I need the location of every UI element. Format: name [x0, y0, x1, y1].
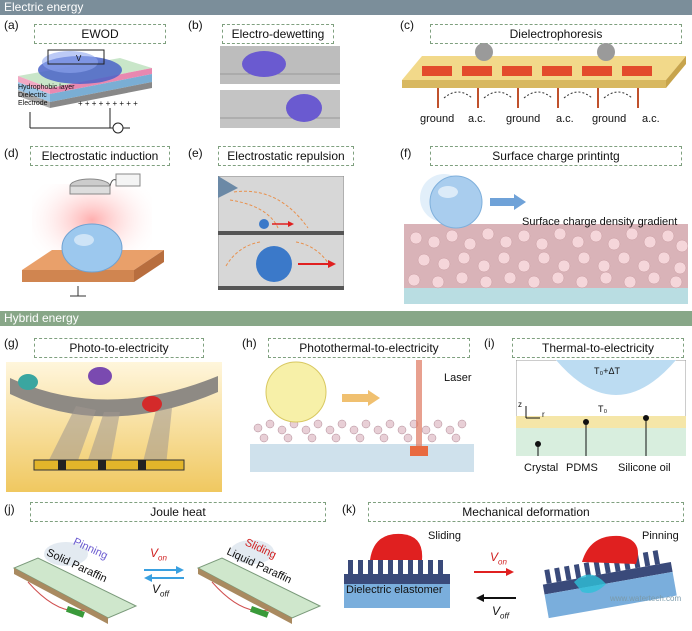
j-von: Von: [150, 546, 167, 563]
panel-d-label: (d): [4, 146, 19, 160]
f-gradient-label: Surface charge density gradient: [522, 216, 678, 228]
panel-h-illustration: [250, 360, 474, 472]
i-temp-hot: T₀+ΔT: [594, 366, 620, 376]
i-label-crystal: Crystal: [524, 462, 559, 474]
layer-electrode: Electrode: [18, 100, 48, 107]
panel-h-title: Photothermal-to-electricity: [268, 338, 470, 358]
section-hybrid-energy: Hybrid energy: [0, 311, 692, 326]
panel-h-label: (h): [242, 336, 257, 350]
layer-dielectric: Dielectric: [18, 92, 47, 99]
panel-k-illustration: [344, 526, 690, 630]
panel-e-title: Electrostatic repulsion: [218, 146, 354, 166]
panel-c-title: Dielectrophoresis: [430, 24, 682, 44]
i-temp: T₀: [598, 404, 608, 414]
panel-c-label: (c): [400, 18, 414, 32]
j-voff: Voff: [152, 582, 169, 599]
i-axis-r: r: [542, 410, 545, 419]
panel-i-illustration: [516, 360, 686, 456]
panel-j-label: (j): [4, 502, 15, 516]
panel-b-title: Electro-dewetting: [222, 24, 334, 44]
panel-d-title: Electrostatic induction: [30, 146, 170, 166]
h-laser-label: Laser: [444, 372, 472, 384]
svg-text:V: V: [76, 54, 82, 63]
svg-text:+ + + + + + + + +: + + + + + + + + +: [78, 99, 138, 108]
panel-i-label: (i): [484, 336, 495, 350]
panel-g-title: Photo-to-electricity: [34, 338, 204, 358]
panel-a-title: EWOD: [34, 24, 166, 44]
panel-e-label: (e): [188, 146, 203, 160]
panel-e-illustration: [218, 176, 344, 290]
panel-a-illustration: V + + + + + + + + +: [10, 46, 160, 141]
c-label-ground-1: ground: [420, 113, 455, 125]
panel-j-illustration: [8, 526, 328, 630]
c-label-ground-2: ground: [506, 113, 541, 125]
panel-g-label: (g): [4, 336, 19, 350]
c-label-ac-2: a.c.: [556, 113, 574, 125]
i-label-silicone-oil: Silicone oil: [618, 462, 671, 474]
k-sliding: Sliding: [428, 530, 462, 542]
i-axis-z: z: [518, 400, 522, 409]
layer-hydrophobic: Hydrophobic layer: [18, 84, 75, 91]
c-label-ac-1: a.c.: [468, 113, 486, 125]
k-voff: Voff: [492, 604, 509, 621]
panel-c-illustration: [402, 42, 686, 110]
section-electric-energy: Electric energy: [0, 0, 692, 15]
panel-b-photos: [220, 46, 340, 130]
panel-a-label: (a): [4, 18, 19, 32]
panel-f-label: (f): [400, 146, 412, 160]
panel-d-illustration: [12, 170, 172, 304]
panel-i-title: Thermal-to-electricity: [512, 338, 684, 358]
k-pinning: Pinning: [642, 530, 679, 542]
panel-f-illustration: [404, 168, 688, 304]
k-watermark: www.watertech.com: [610, 594, 682, 603]
k-von: Von: [490, 550, 507, 567]
panel-f-title: Surface charge printintg: [430, 146, 682, 166]
k-dielectric-elastomer: Dielectric elastomer: [346, 584, 443, 596]
panel-j-title: Joule heat: [30, 502, 326, 522]
i-label-pdms: PDMS: [566, 462, 598, 474]
c-label-ac-3: a.c.: [642, 113, 660, 125]
panel-b-label: (b): [188, 18, 203, 32]
c-label-ground-3: ground: [592, 113, 627, 125]
panel-k-title: Mechanical deformation: [368, 502, 684, 522]
panel-g-illustration: [6, 362, 222, 492]
panel-k-label: (k): [342, 502, 356, 516]
